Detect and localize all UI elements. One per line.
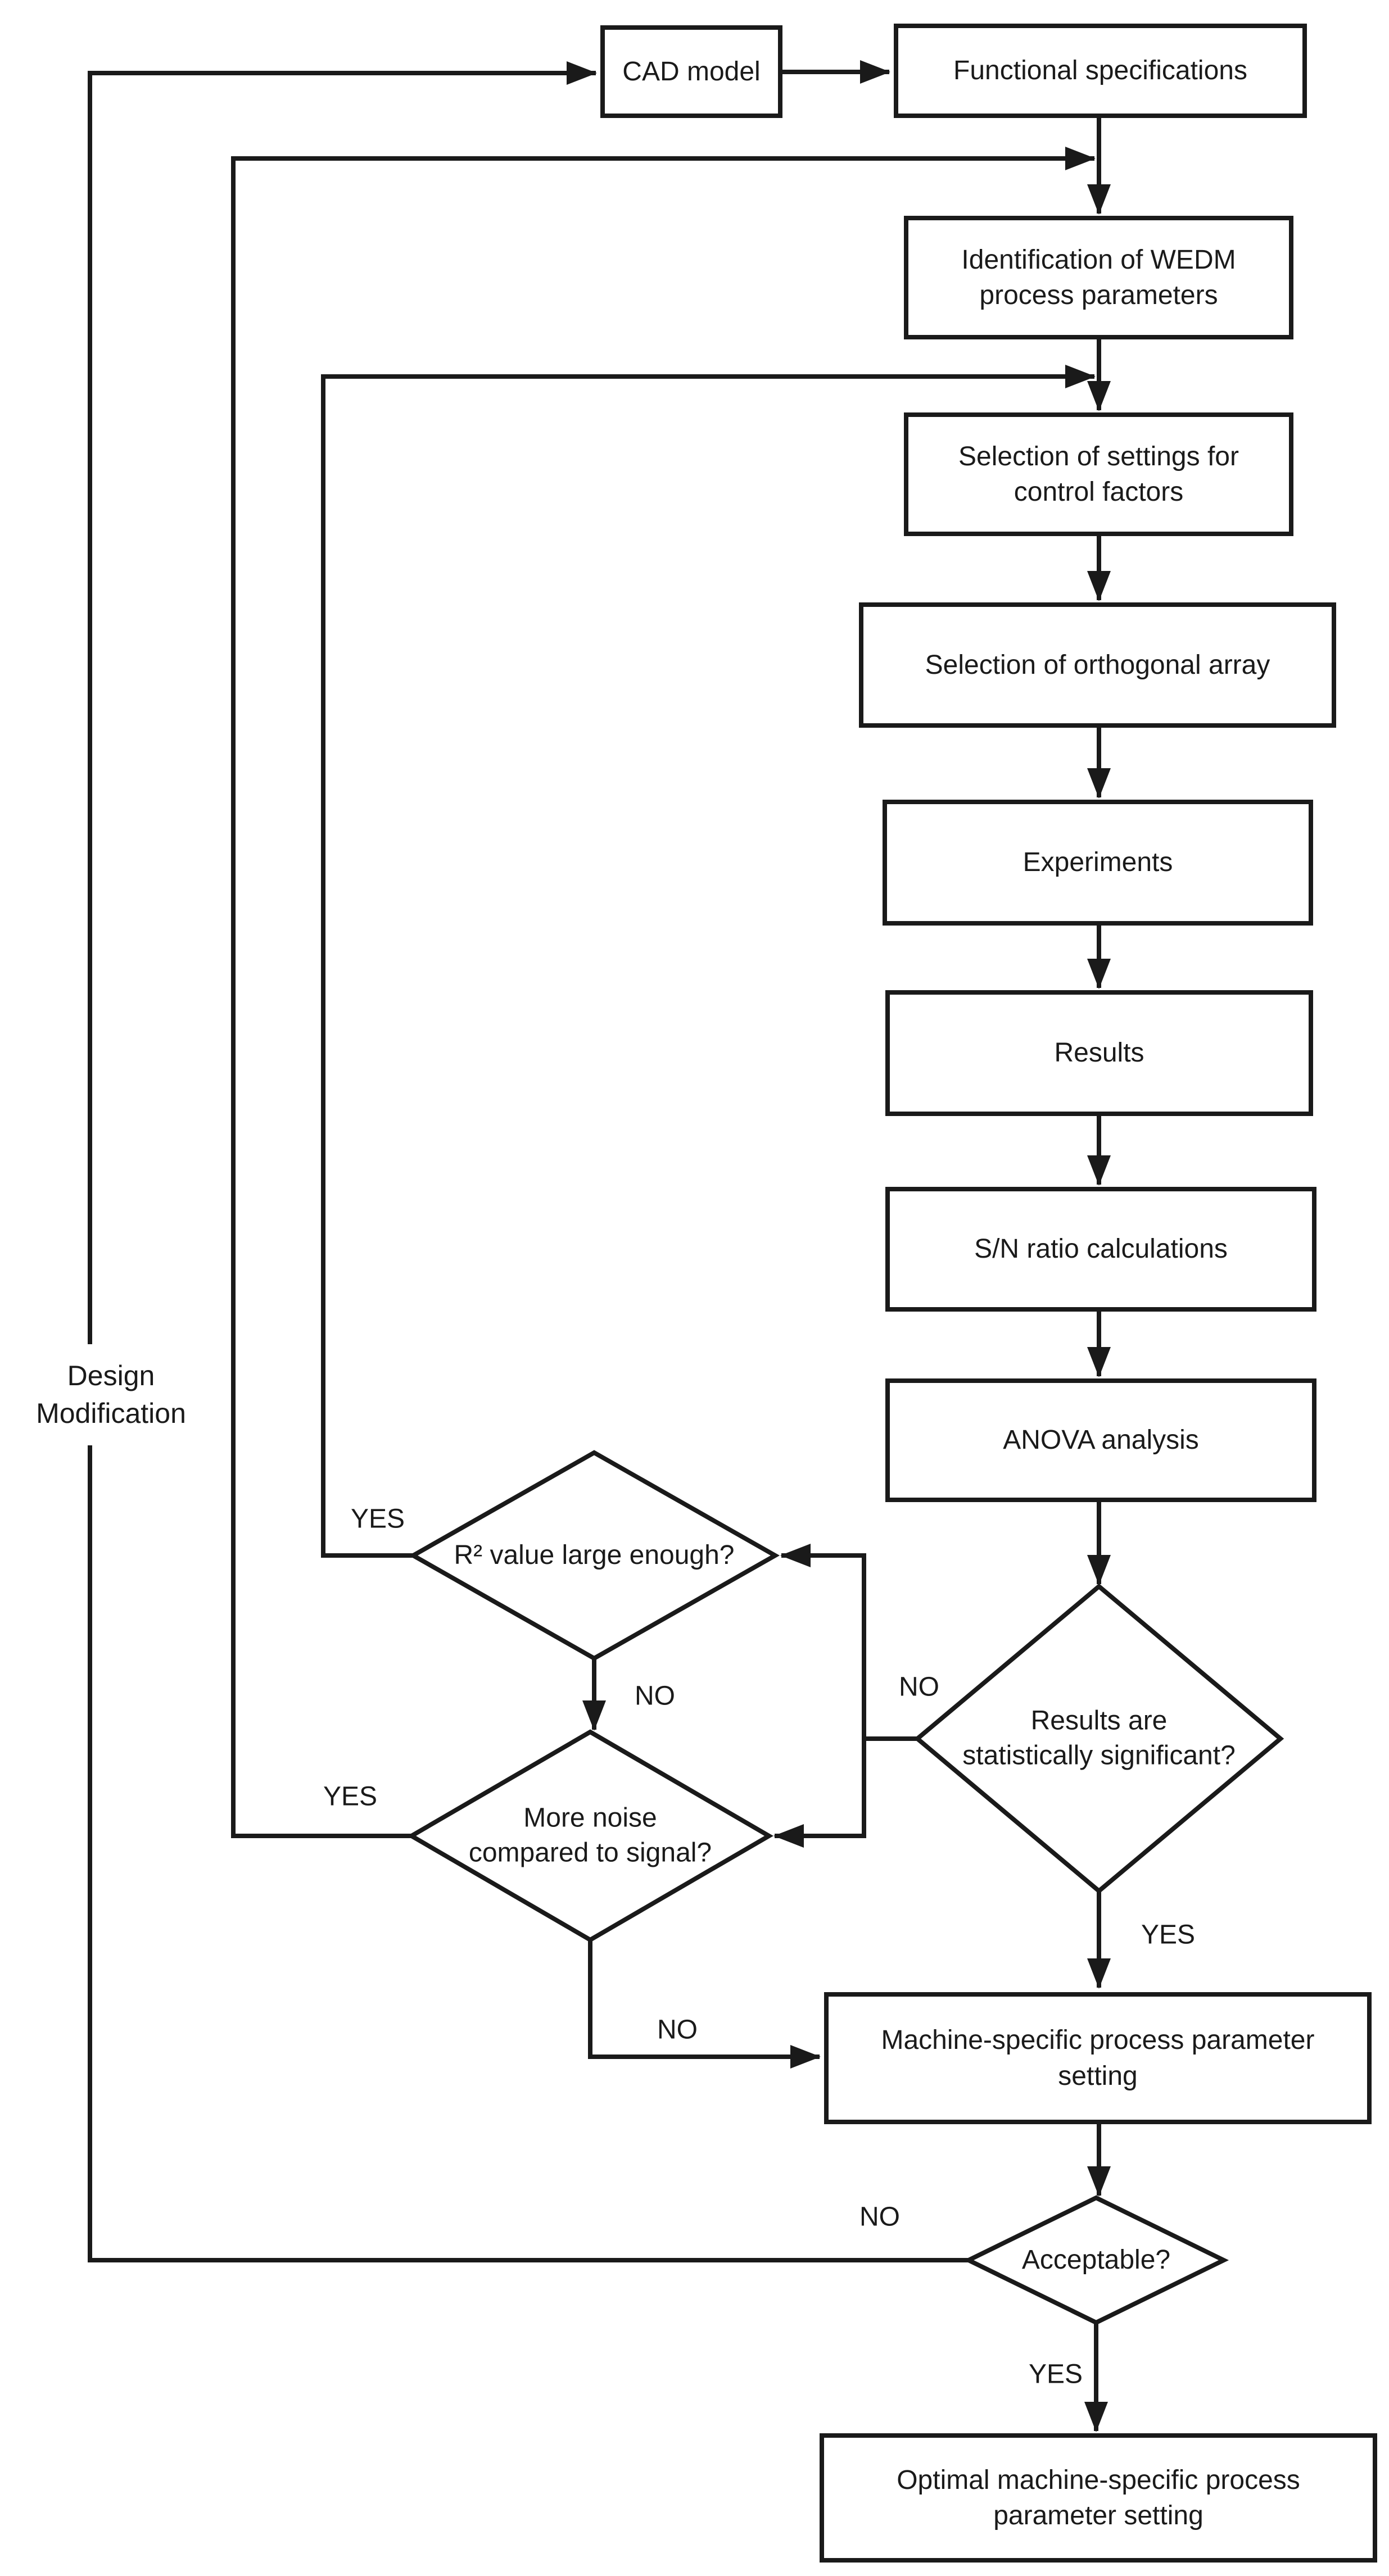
- decision-significant-text-line1: Results are: [1030, 1706, 1168, 1736]
- node-optimal-setting: Optimal machine-specific process paramet…: [820, 2433, 1377, 2563]
- node-machine-setting: Machine-specific process parameter setti…: [824, 1992, 1372, 2124]
- node-sn-ratio-label: S/N ratio calculations: [974, 1234, 1228, 1264]
- node-settings-control-factors-line2: control factors: [1014, 477, 1184, 507]
- edge-significant-no-to-noise: [773, 1739, 866, 1848]
- node-cad-model: CAD model: [600, 25, 782, 118]
- decision-significant-text-line2: statistically significant?: [962, 1741, 1236, 1771]
- node-results-label: Results: [1054, 1038, 1144, 1068]
- decision-acceptable-diamond: [963, 2195, 1229, 2325]
- design-modification-line1: Design: [67, 1359, 155, 1391]
- node-orthogonal-array: Selection of orthogonal array: [859, 602, 1336, 728]
- edge-label-significant-no: NO: [899, 1672, 939, 1702]
- decision-r2-diamond: [408, 1450, 780, 1661]
- decision-noise-text-line1: More noise: [523, 1803, 657, 1833]
- node-settings-control-factors: Selection of settings for control factor…: [904, 412, 1293, 536]
- edge-noise-yes-loop: [231, 147, 1096, 1838]
- edge-label-noise-yes: YES: [323, 1781, 378, 1812]
- edge-noise-no-to-machine: [588, 1940, 821, 2069]
- node-optimal-setting-line1: Optimal machine-specific process: [897, 2465, 1300, 2495]
- node-experiments: Experiments: [883, 800, 1313, 926]
- node-cad-model-label: CAD model: [622, 56, 761, 87]
- edge-significant-no-to-r2: [780, 1544, 917, 1741]
- edge-label-significant-yes: YES: [1141, 1920, 1196, 1950]
- decision-acceptable-label: Acceptable?: [978, 2243, 1214, 2278]
- edge-label-r2-no: NO: [635, 1681, 675, 1711]
- edge-label-r2-yes: YES: [350, 1504, 405, 1534]
- decision-noise-diamond: [407, 1729, 773, 1943]
- node-functional-specifications: Functional specifications: [894, 24, 1307, 118]
- node-anova-label: ANOVA analysis: [1003, 1425, 1199, 1455]
- node-results: Results: [885, 990, 1313, 1116]
- node-settings-control-factors-line1: Selection of settings for: [958, 441, 1239, 471]
- node-experiments-label: Experiments: [1022, 847, 1173, 878]
- decision-significant-label: Results are statistically significant?: [925, 1704, 1273, 1774]
- node-orthogonal-array-label: Selection of orthogonal array: [925, 650, 1270, 680]
- edge-label-acceptable-yes: YES: [1028, 2359, 1083, 2389]
- decision-r2-label: R² value large enough?: [426, 1538, 763, 1573]
- decision-noise-text-line2: compared to signal?: [468, 1838, 712, 1868]
- node-identification-wedm-line1: Identification of WEDM: [961, 244, 1236, 275]
- design-modification-label: Design Modification: [8, 1344, 214, 1445]
- edge-label-noise-no: NO: [657, 2015, 698, 2045]
- decision-significant-diamond: [913, 1583, 1284, 1894]
- decision-noise-label: More noise compared to signal?: [455, 1801, 725, 1871]
- node-functional-specifications-label: Functional specifications: [953, 56, 1247, 86]
- node-identification-wedm-line2: process parameters: [979, 280, 1218, 310]
- node-anova: ANOVA analysis: [885, 1378, 1316, 1502]
- design-modification-line2: Modification: [36, 1398, 186, 1429]
- edge-acceptable-no-design-modification-loop: [88, 61, 969, 2262]
- node-optimal-setting-line2: parameter setting: [993, 2501, 1204, 2530]
- node-machine-setting-line2: setting: [1058, 2061, 1138, 2091]
- node-sn-ratio: S/N ratio calculations: [885, 1187, 1316, 1312]
- decision-r2-text: R² value large enough?: [454, 1540, 735, 1570]
- edge-r2-yes-loop: [321, 365, 1096, 1558]
- decision-acceptable-text: Acceptable?: [1021, 2244, 1171, 2275]
- node-identification-wedm: Identification of WEDM process parameter…: [904, 216, 1293, 339]
- edge-label-acceptable-no: NO: [859, 2202, 900, 2232]
- node-machine-setting-line1: Machine-specific process parameter: [881, 2025, 1315, 2056]
